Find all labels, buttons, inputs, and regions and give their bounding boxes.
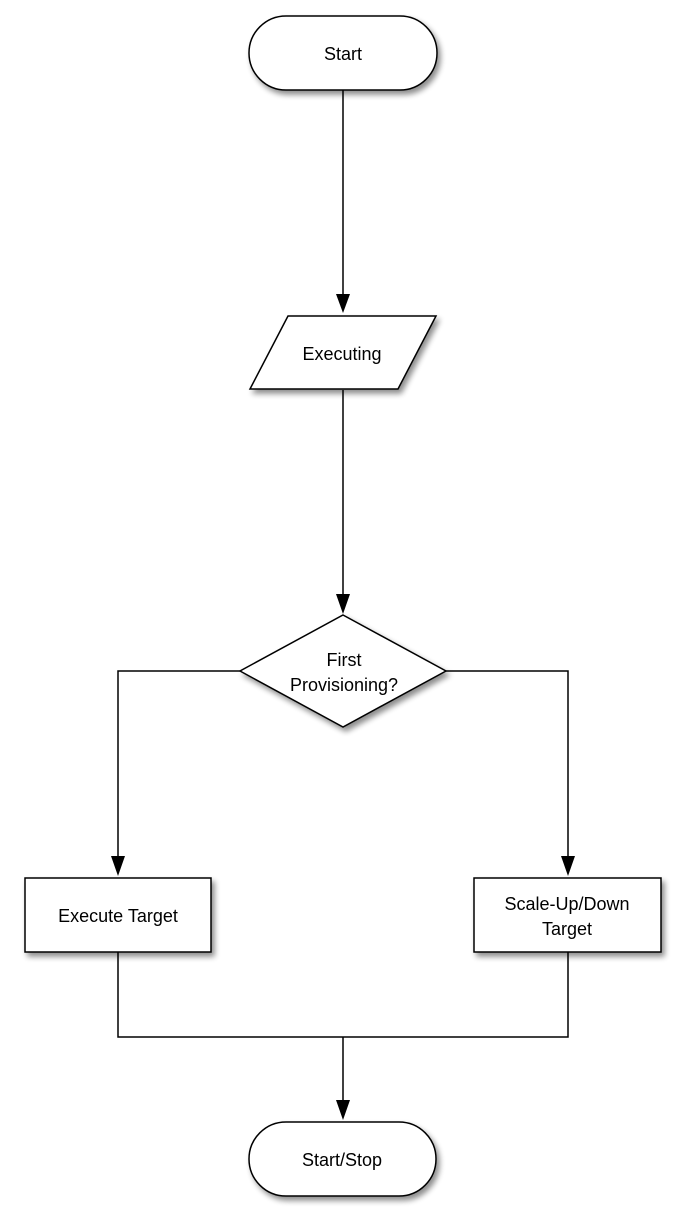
start-stop-label: Start/Stop — [302, 1150, 382, 1170]
executing-data-shape — [248, 315, 438, 390]
scale-target-label-line-1: Scale-Up/Down — [504, 894, 629, 914]
node-start-stop: Start/Stop — [248, 1121, 437, 1197]
scale-target-label-line-2: Target — [542, 919, 592, 939]
decision-diamond-shape — [238, 614, 448, 728]
edge-execute-target-to-merge — [117, 952, 343, 1038]
arrowhead-decision — [336, 594, 350, 614]
execute-target-box — [24, 877, 212, 953]
arrowhead-scale-target — [561, 856, 575, 876]
decision-label-line-1: First — [327, 650, 362, 670]
node-executing: Executing — [248, 315, 438, 390]
edge-decision-to-scale-target — [446, 670, 569, 858]
edge-decision-to-execute-target — [117, 670, 240, 858]
arrowhead-start-stop — [336, 1100, 350, 1120]
edges — [111, 90, 575, 1120]
start-terminator-shape — [248, 15, 438, 91]
executing-label: Executing — [302, 344, 381, 364]
node-scale-target: Scale-Up/Down Target — [473, 877, 662, 953]
node-decision: First Provisioning? — [238, 614, 448, 728]
node-start: Start — [248, 15, 438, 91]
node-execute-target: Execute Target — [24, 877, 212, 953]
arrowhead-execute-target — [111, 856, 125, 876]
execute-target-label: Execute Target — [58, 906, 178, 926]
arrowhead-executing — [336, 294, 350, 313]
edge-scale-target-to-merge — [343, 952, 569, 1038]
start-label: Start — [324, 44, 362, 64]
decision-label-line-2: Provisioning? — [290, 675, 398, 695]
scale-target-box — [473, 877, 662, 953]
start-stop-terminator-shape — [248, 1121, 437, 1197]
